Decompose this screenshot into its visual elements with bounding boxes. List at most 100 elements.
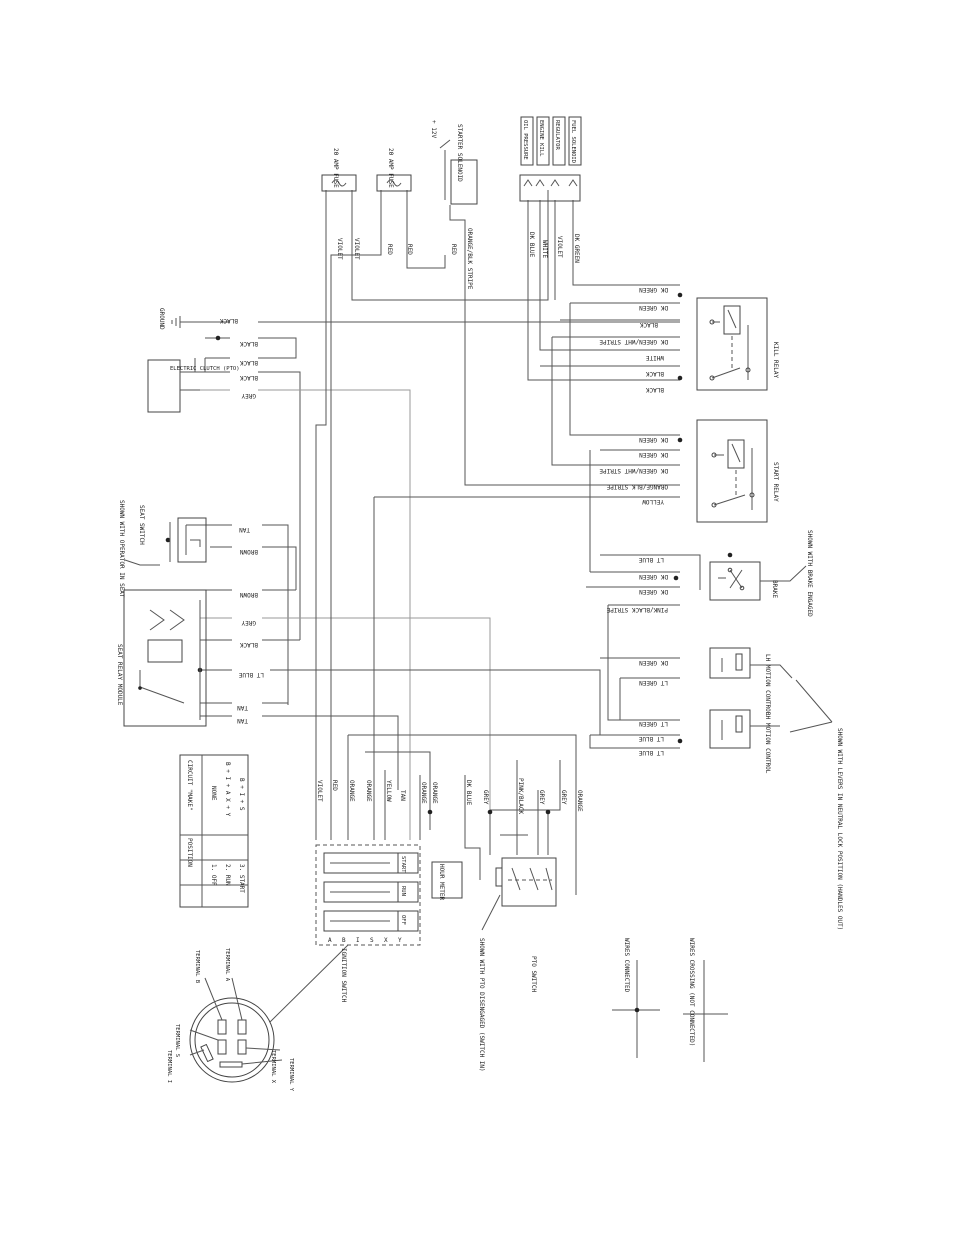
wire-labels: BLACK BLACK BLACK BLACK GREY TAN BROWN B… — [220, 228, 668, 815]
pto-switch-label: PTO SWITCH — [530, 956, 537, 993]
ignition-connector-face — [189, 977, 283, 1083]
label-dk-green-wht-1: DK GREEN/WHT STRIPE — [599, 338, 668, 345]
ignition-letter-a: A — [328, 937, 332, 944]
label-violet-3: VIOLET — [556, 236, 563, 258]
engine-oil-pressure: OIL PRESSURE — [522, 120, 528, 160]
motion-note: SHOWN WITH LEVERS IN NEUTRAL LOCK POSITI… — [836, 728, 843, 930]
label-black-7: BLACK — [646, 370, 664, 377]
label-dk-green-6: DK GREEN — [639, 588, 668, 595]
starter-solenoid — [439, 139, 478, 205]
legend — [612, 960, 728, 1062]
wires-connected-label: WIRES CONNECTED — [623, 938, 630, 993]
label-dk-green-wht-2: DK GREEN/WHT STRIPE — [599, 467, 668, 474]
label-lt-blue-1: LT BLUE — [238, 671, 264, 678]
label-lt-blue-2: LT BLUE — [638, 556, 664, 563]
seat-relay-module — [123, 589, 207, 727]
fuse-a-label: 20 AMP FUSE — [332, 148, 339, 188]
position-table — [179, 754, 249, 908]
label-grey-4: GREY — [538, 790, 545, 805]
label-dk-blue-2: DK BLUE — [465, 780, 472, 806]
table-row-3-circuit: B + I + S — [238, 778, 245, 811]
seat-switch — [124, 517, 207, 566]
label-red-4: RED — [331, 780, 338, 791]
start-relay — [696, 419, 768, 523]
table-row-2-pos: 2. RUN — [224, 864, 231, 886]
table-row-2-circuit: B + I + A X + Y — [224, 762, 231, 817]
rh-motion-label: RH MOTION CONTROL — [764, 712, 771, 774]
label-violet-2: VIOLET — [353, 238, 360, 260]
label-yellow-1: YELLOW — [642, 498, 664, 505]
lh-motion-label: LH MOTION CONTROL — [764, 654, 771, 716]
start-relay-label: START RELAY — [772, 462, 779, 502]
label-grey-2: GREY — [241, 619, 256, 626]
label-orange-2: ORANGE — [365, 780, 372, 802]
label-orange-5: ORANGE — [576, 790, 583, 812]
label-lt-blue-4: LT BLUE — [638, 749, 664, 756]
label-tan-3: TAN — [237, 717, 248, 724]
brake-note: SHOWN WITH BRAKE ENGAGED — [806, 530, 813, 617]
engine-regulator: REGULATOR — [554, 120, 560, 150]
label-dk-green-7: DK GREEN — [639, 659, 668, 666]
label-white-1: WHITE — [646, 354, 664, 361]
engine-fuel-solenoid: FUEL SOLENOID — [570, 120, 576, 163]
label-tan-4: TAN — [399, 790, 406, 801]
label-violet-1: VIOLET — [336, 238, 343, 260]
label-dk-green-4: DK GREEN — [639, 451, 668, 458]
terminal-x: TERMINAL X — [270, 1050, 276, 1084]
label-black-3: BLACK — [240, 359, 258, 366]
kill-relay-label: KILL RELAY — [772, 342, 779, 379]
label-grey-3: GREY — [482, 790, 489, 805]
label-grey-1: GREY — [241, 392, 256, 399]
kill-relay — [696, 297, 768, 391]
label-dk-blue-1: DK BLUE — [528, 232, 535, 258]
label-tan-2: TAN — [237, 704, 248, 711]
ignition-letter-i: I — [356, 937, 360, 944]
terminal-b: TERMINAL B — [194, 950, 200, 984]
rh-motion-control — [709, 679, 833, 749]
ignition-letter-x: X — [384, 937, 388, 944]
label-violet-4: VIOLET — [316, 780, 323, 802]
label-black-8: BLACK — [646, 386, 664, 393]
pto-switch — [481, 857, 557, 931]
starter-solenoid-label: STARTER SOLENOID — [456, 124, 463, 182]
ignition-letter-b: B — [342, 937, 346, 944]
lh-motion-control — [709, 647, 793, 679]
label-black-5: BLACK — [240, 641, 258, 648]
engine-kill: ENGINE KILL — [538, 120, 544, 157]
label-black-6: BLACK — [640, 321, 658, 328]
label-orange-4: ORANGE — [431, 782, 438, 804]
table-row-1-circuit: NONE — [210, 786, 217, 801]
position-start: START — [400, 856, 406, 873]
label-black-2: BLACK — [240, 340, 258, 347]
label-lt-green-1: LT GREEN — [639, 679, 668, 686]
fuse-b-label: 20 AMP FUSE — [387, 148, 394, 188]
terminal-a: TERMINAL A — [224, 948, 230, 982]
table-header-circuit: CIRCUIT "MAKE" — [186, 760, 193, 811]
label-yellow-2: YELLOW — [385, 780, 392, 802]
label-lt-blue-3: LT BLUE — [638, 735, 664, 742]
ignition-letters: A B I S X Y — [328, 937, 402, 944]
fuse-b — [376, 174, 412, 192]
position-run: RUN — [400, 886, 406, 896]
label-brown-1: BROWN — [240, 548, 258, 555]
table-header-position: POSITION — [186, 838, 193, 867]
ground-symbol: GROUND — [158, 308, 205, 330]
label-lt-green-2: LT GREEN — [639, 720, 668, 727]
label-dk-green-3: DK GREEN — [639, 436, 668, 443]
ignition-positions: START RUN OFF — [400, 856, 406, 925]
label-black-4: BLACK — [240, 374, 258, 381]
ignition-letter-y: Y — [398, 937, 402, 944]
label-orange-blk-1: ORANGE/BLK STRIPE — [606, 483, 668, 490]
ignition-switch-label: IGNITION SWITCH — [340, 948, 347, 1003]
ignition-letter-s: S — [370, 937, 374, 944]
seat-relay-module-label: SEAT RELAY MODULE — [116, 644, 123, 706]
label-white-2: WHITE — [541, 240, 548, 258]
label-dk-green-1: DK GREEN — [639, 286, 668, 293]
wires-crossing-label: WIRES CROSSING (NOT CONNECTED) — [688, 938, 695, 1046]
terminal-s: TERMINAL S — [174, 1024, 180, 1057]
label-orange-3: ORANGE — [420, 782, 427, 804]
engine-connector — [519, 116, 582, 202]
seat-switch-label: SEAT SWITCH — [138, 505, 145, 545]
label-pink-black-stripe: PINK/BLACK STRIPE — [606, 606, 668, 613]
